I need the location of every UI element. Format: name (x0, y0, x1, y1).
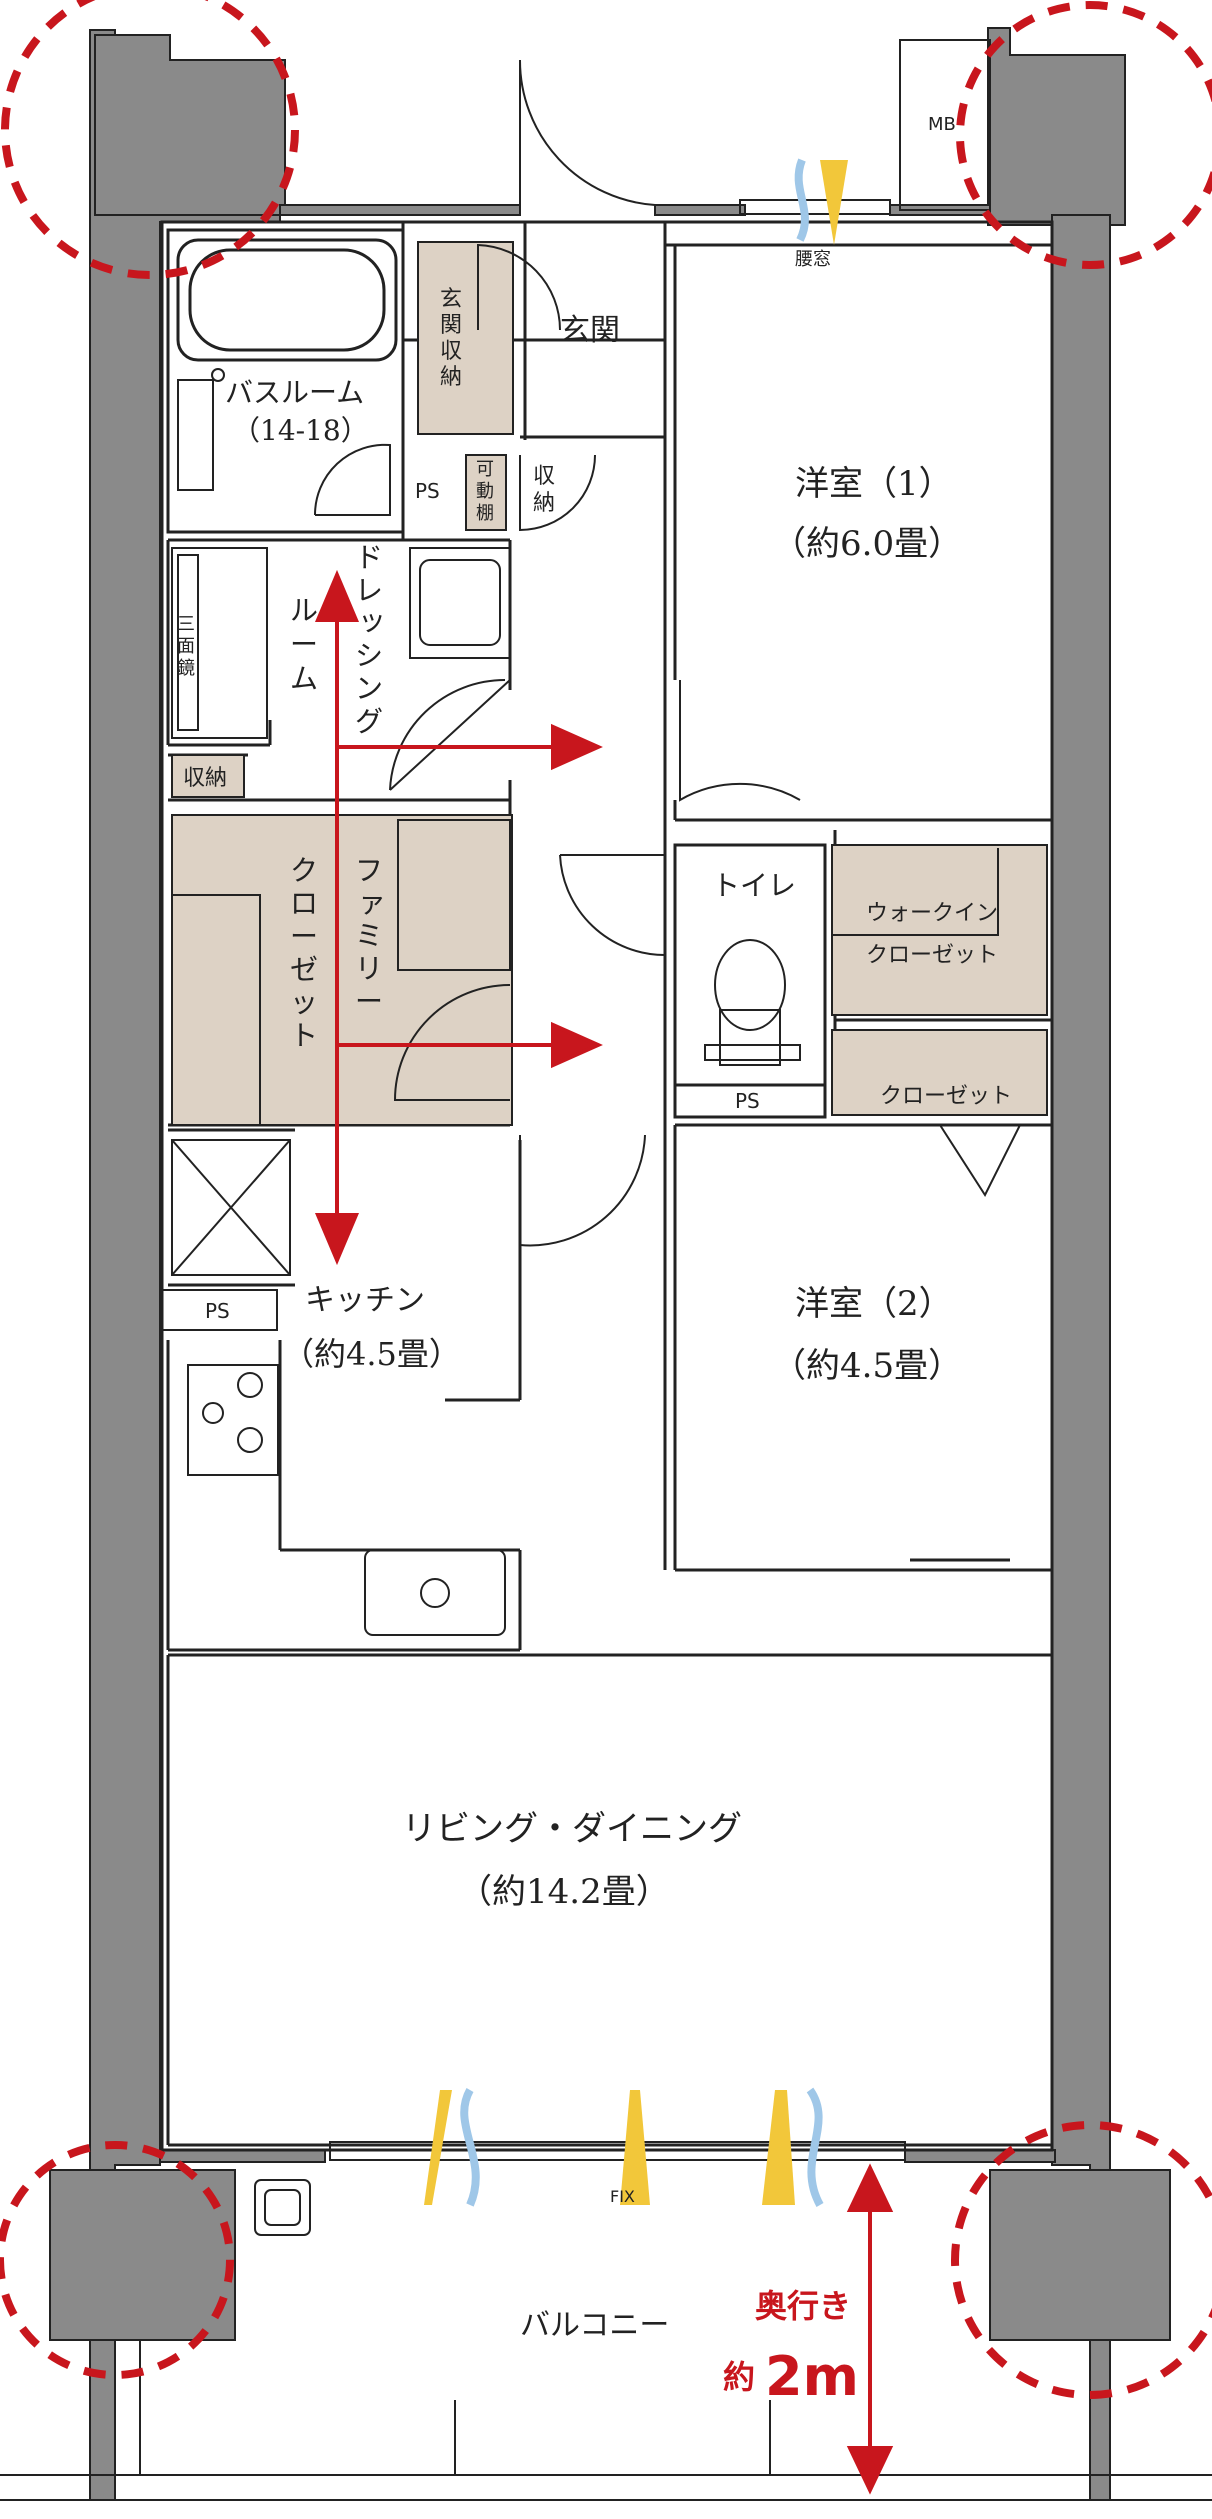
label-western-room-1-size: （約6.0畳） (772, 524, 962, 564)
svg-text:リ: リ (355, 952, 383, 985)
label-living-dining: リビング・ダイニング (402, 1809, 742, 1849)
label-western-room-2-size: （約4.5畳） (772, 1346, 962, 1386)
sun-icon (762, 2090, 795, 2205)
svg-text:シ: シ (355, 639, 383, 672)
room-labels: 玄関 玄 関 収 納 バスルーム （14-18） PS 可 動 棚 収 納 ド … (177, 114, 1012, 2408)
interior-walls (160, 220, 1054, 2152)
label-ps-2: PS (735, 1089, 760, 1113)
label-movable-shelf: 可 動 棚 (476, 459, 494, 524)
flow-arrows (314, 569, 894, 2495)
label-ps-1: PS (415, 479, 440, 503)
label-kitchen: キッチン (305, 1283, 425, 1318)
svg-text:面: 面 (177, 636, 195, 657)
label-fix: FIX (610, 2187, 635, 2206)
label-western-room-1: 洋室（1） (795, 464, 953, 504)
label-closet: クローゼット (880, 1084, 1012, 1109)
svg-text:ド: ド (355, 541, 383, 574)
svg-text:ム: ム (290, 662, 318, 695)
label-storage-2: 収納 (183, 766, 227, 791)
svg-text:可: 可 (476, 459, 494, 480)
svg-text:動: 動 (476, 481, 494, 502)
svg-text:ー: ー (355, 985, 383, 1018)
pillar-highlight-circles (0, 0, 1212, 2399)
label-bathroom-size: （14-18） (232, 414, 369, 447)
sun-icon (424, 2090, 452, 2205)
sun-icon (820, 160, 848, 245)
svg-text:収: 収 (533, 464, 555, 489)
svg-text:納: 納 (533, 491, 555, 516)
label-ps-3: PS (205, 1299, 230, 1323)
svg-text:収: 収 (440, 339, 462, 364)
svg-text:三: 三 (177, 614, 195, 635)
label-mb: MB (928, 114, 956, 135)
storage-areas (171, 241, 1048, 1126)
svg-text:ク: ク (290, 854, 318, 887)
wind-icon (460, 2088, 480, 2207)
svg-text:ッ: ッ (358, 604, 386, 637)
storage-detail-lines (171, 819, 1005, 1126)
label-balcony: バルコニー (520, 2308, 669, 2343)
label-depth-value: 2m (765, 2345, 859, 2408)
label-waist-window: 腰窓 (795, 249, 831, 270)
svg-text:グ: グ (355, 705, 383, 738)
svg-text:ゼ: ゼ (290, 953, 318, 986)
label-entrance-storage: 玄 関 収 納 (440, 287, 462, 390)
svg-text:レ: レ (355, 574, 383, 607)
svg-text:ー: ー (290, 920, 318, 953)
svg-text:ト: ト (290, 1019, 318, 1052)
svg-text:ァ: ァ (358, 886, 386, 919)
svg-text:ル: ル (290, 594, 318, 627)
label-storage-small: 収 納 (533, 464, 555, 516)
wind-icon (794, 158, 809, 242)
svg-text:ッ: ッ (290, 986, 318, 1019)
label-dressing-room: ド レ ッ シ ン グ ル ー ム (290, 541, 386, 738)
label-bathroom: バスルーム (225, 376, 364, 409)
doors (313, 59, 1021, 1247)
structural-walls (49, 27, 1171, 2501)
label-depth-prefix: 約 (723, 2358, 755, 2396)
svg-text:ー: ー (290, 628, 318, 661)
label-toilet: トイレ (712, 869, 796, 902)
sun-icon (620, 2090, 650, 2205)
svg-text:ロ: ロ (290, 887, 318, 920)
wind-icon (806, 2087, 824, 2207)
svg-text:玄: 玄 (440, 287, 462, 312)
svg-text:フ: フ (355, 854, 383, 887)
ventilation-symbols (424, 158, 848, 2207)
label-walkin-closet: クローゼット (866, 943, 998, 968)
label-family-closet: フ ァ ミ リ ー ク ロ ー ゼ ッ ト (290, 854, 386, 1052)
svg-text:関: 関 (440, 313, 462, 338)
label-depth: 奥行き (755, 2287, 851, 2325)
svg-text:鏡: 鏡 (177, 658, 195, 679)
svg-text:棚: 棚 (476, 503, 494, 524)
svg-text:ン: ン (355, 672, 383, 705)
fixtures (0, 39, 1212, 2501)
label-entrance: 玄関 (560, 313, 620, 348)
label-western-room-2: 洋室（2） (795, 1284, 953, 1324)
label-walkin: ウォークイン (866, 901, 998, 926)
svg-text:納: 納 (440, 365, 462, 390)
label-kitchen-size: （約4.5畳） (282, 1335, 461, 1373)
label-mirror: 三 面 鏡 (177, 614, 195, 679)
svg-text:ミ: ミ (355, 919, 383, 952)
label-living-size: （約14.2畳） (458, 1872, 670, 1912)
